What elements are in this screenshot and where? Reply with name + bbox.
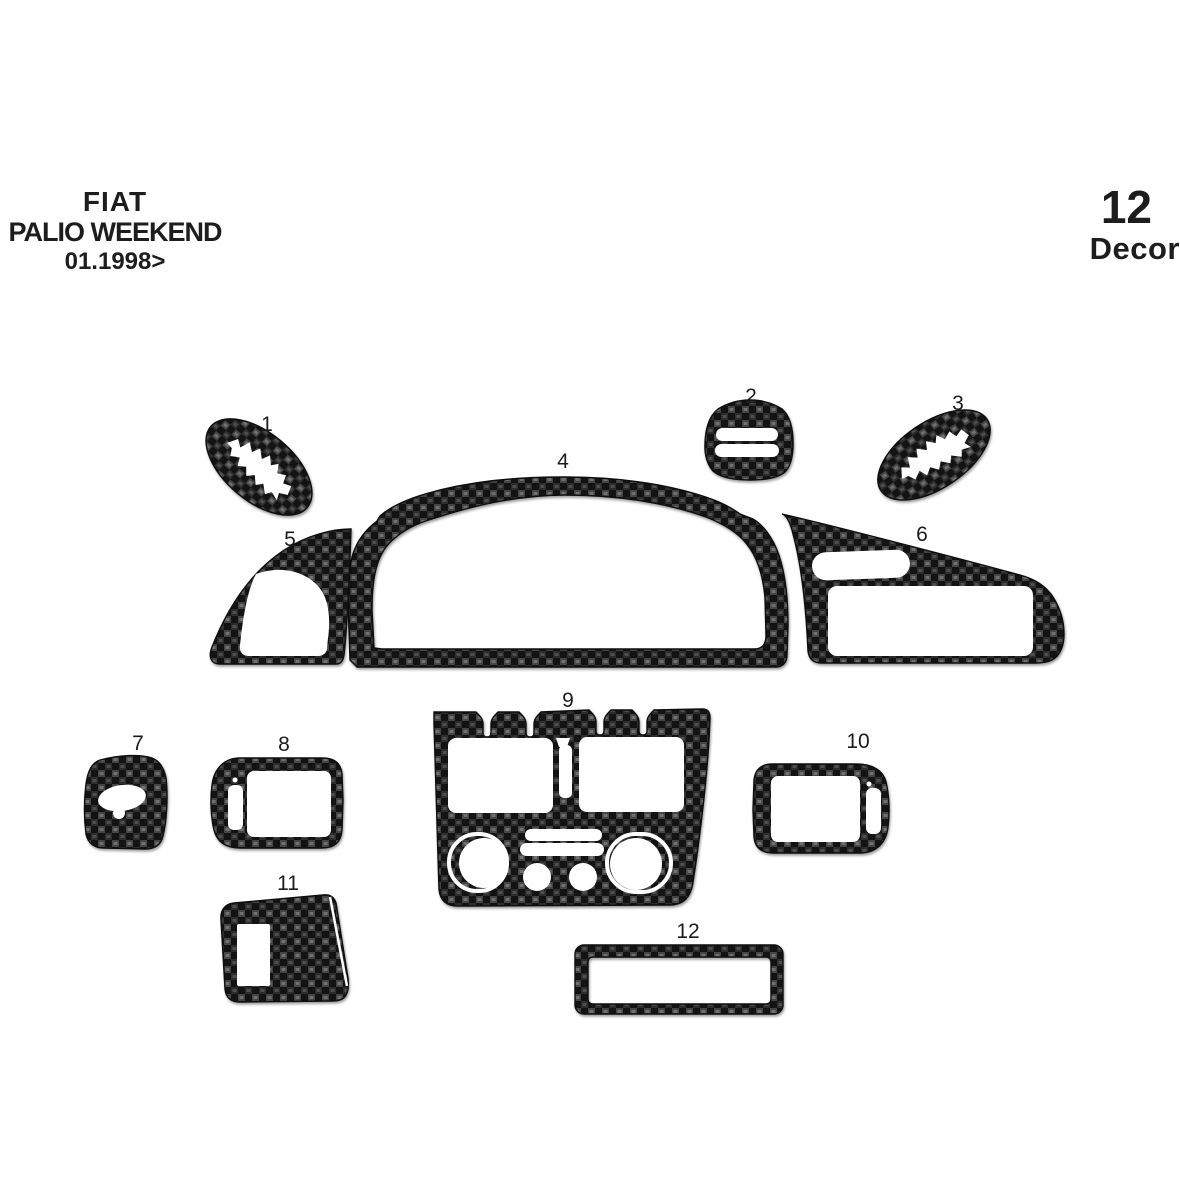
trim-piece-7 <box>83 754 168 850</box>
piece-number-6: 6 <box>916 523 928 546</box>
piece-number-7: 7 <box>132 732 144 755</box>
vehicle-title: FIAT PALIO WEEKEND 01.1998> <box>0 188 232 274</box>
trim-piece-11 <box>220 894 350 1003</box>
piece-count-badge: 12 Decor <box>1090 184 1180 264</box>
trim-piece-4 <box>347 476 789 668</box>
trim-piece-10 <box>752 763 890 854</box>
piece-number-11: 11 <box>277 872 299 895</box>
trim-piece-2 <box>704 399 794 481</box>
trim-piece-5 <box>209 528 352 665</box>
trim-piece-8 <box>210 757 344 849</box>
brand-name: FIAT <box>82 186 148 217</box>
piece-number-1: 1 <box>261 413 273 436</box>
trim-piece-9 <box>433 708 711 907</box>
trim-piece-3 <box>877 409 991 501</box>
piece-number-10: 10 <box>846 730 869 753</box>
trim-piece-6 <box>781 513 1065 664</box>
piece-number-5: 5 <box>284 528 296 551</box>
model-name: PALIO WEEKEND <box>8 217 222 247</box>
piece-count: 12 <box>1100 181 1152 233</box>
piece-number-4: 4 <box>557 450 569 473</box>
piece-number-2: 2 <box>745 385 757 408</box>
trim-piece-12 <box>574 944 784 1015</box>
year-range: 01.1998> <box>64 248 166 275</box>
decor-label: Decor <box>1089 231 1180 266</box>
piece-number-9: 9 <box>562 689 574 712</box>
piece-number-12: 12 <box>676 920 699 943</box>
piece-number-8: 8 <box>278 733 290 756</box>
piece-number-3: 3 <box>952 392 964 415</box>
trim-piece-1 <box>205 418 313 516</box>
